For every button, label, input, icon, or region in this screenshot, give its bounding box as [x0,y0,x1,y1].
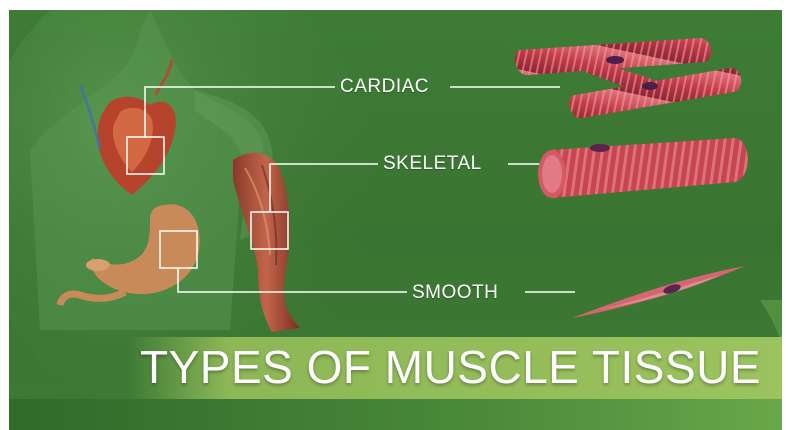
bottom-strip [0,399,791,430]
main-title: TYPES OF MUSCLE TISSUE [140,340,761,394]
smooth-label: SMOOTH [412,282,498,304]
skeletal-fiber-illustration [538,138,748,198]
cardiac-fiber-illustration [515,38,742,118]
smooth-fiber-illustration [572,266,745,318]
frame-left [0,0,9,430]
cardiac-label: CARDIAC [340,76,429,98]
frame-right [782,0,791,430]
frame-top [0,0,791,10]
skeletal-label: SKELETAL [383,153,482,175]
